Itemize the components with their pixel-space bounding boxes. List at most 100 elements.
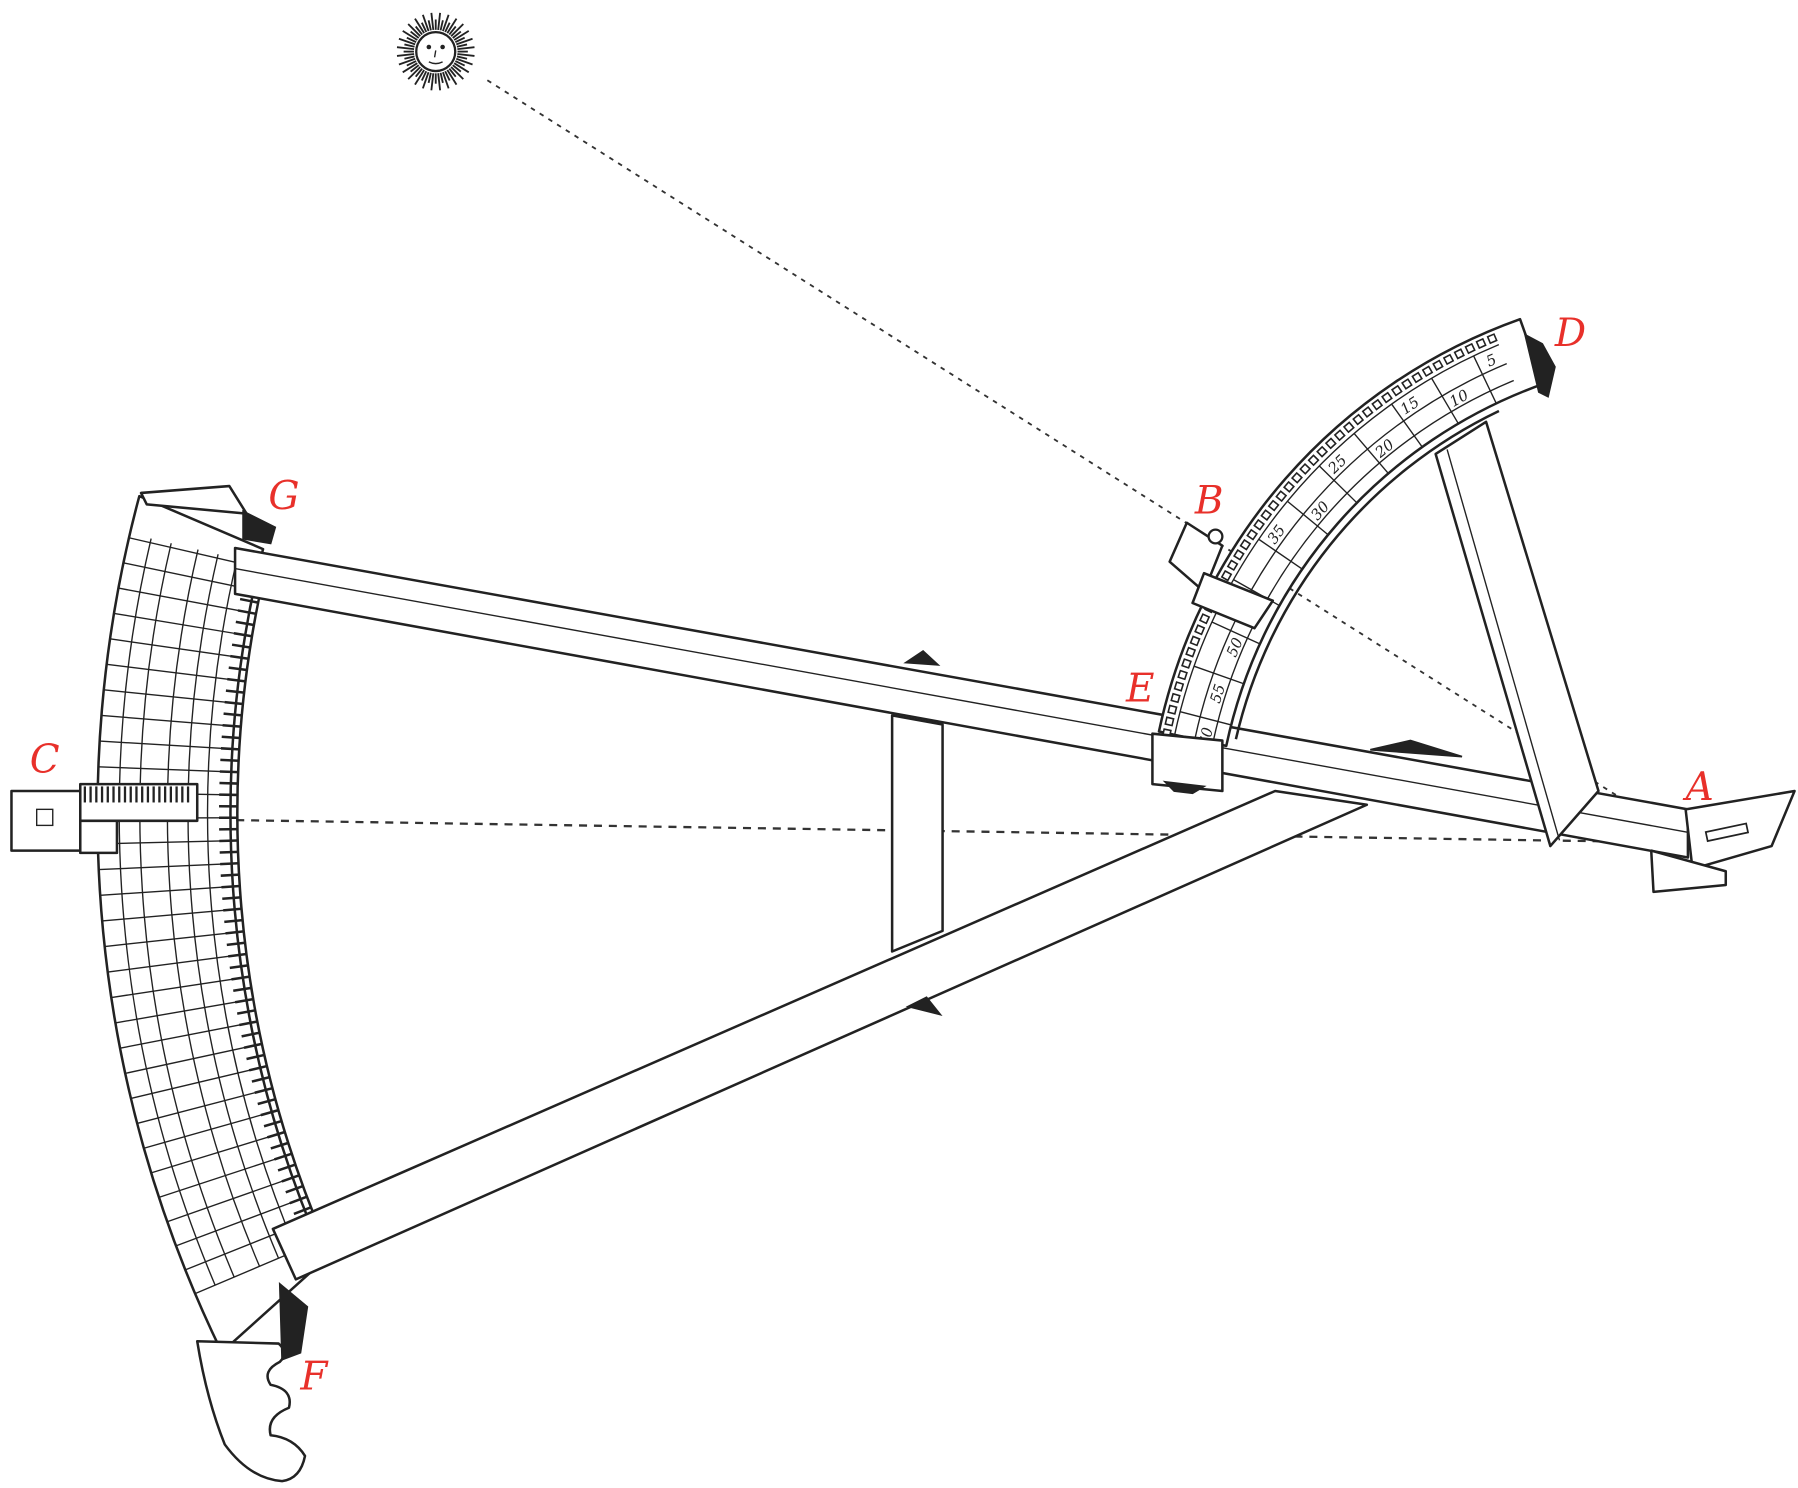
arc-grid-radial <box>128 537 250 567</box>
sun-ray <box>454 60 466 67</box>
sun-ray <box>442 71 450 89</box>
arc-grid-radial <box>113 612 237 635</box>
vertical-strut <box>890 650 1463 1016</box>
arc-hatch <box>220 747 240 751</box>
sun-ray <box>446 69 458 86</box>
sun-ray <box>398 37 416 46</box>
arc-grid-ring <box>206 558 298 1251</box>
arc-grid-radial <box>103 689 228 704</box>
sun-ray <box>410 30 420 39</box>
arc-hatch <box>234 997 254 1004</box>
sun-ray <box>430 12 435 31</box>
arc-grid-radial <box>101 714 225 727</box>
arc-hatch <box>225 930 244 935</box>
arc-hatch <box>224 918 243 924</box>
sun-face-icon <box>396 12 475 91</box>
upper-arc-bead <box>1177 669 1188 681</box>
arc-grid-radial <box>158 1158 277 1199</box>
sun-ray <box>407 66 421 80</box>
arc-hatch <box>226 941 246 947</box>
arc-grid-ring <box>187 554 280 1259</box>
arc-hatch <box>239 597 259 604</box>
arc-grid-radial <box>125 1046 247 1075</box>
upper-arc-bead <box>1324 437 1337 450</box>
sun-ray <box>452 30 462 39</box>
sun-ray <box>456 57 473 66</box>
arc-hatch <box>257 1097 276 1106</box>
sight-vane-c <box>10 782 199 855</box>
upper-arc-division <box>1179 711 1232 726</box>
upper-arc-scale-number: 50 <box>1223 635 1247 659</box>
sun-ray <box>420 22 428 33</box>
sun-ray <box>427 20 432 31</box>
sun-ray <box>446 18 458 34</box>
upper-arc-bead <box>1164 716 1175 727</box>
arc-hatch <box>233 986 252 993</box>
arc-grid-radial <box>166 1179 285 1223</box>
arc-grid-radial <box>123 562 245 589</box>
sun-ray <box>439 20 444 31</box>
upper-arc-bead <box>1442 353 1455 366</box>
sun-ray <box>406 36 417 43</box>
upper-arc-bead <box>1173 681 1185 692</box>
arc-grid-radial <box>100 886 224 896</box>
arc-grid-radial <box>119 1023 242 1049</box>
shadow-vane-b <box>1168 521 1275 630</box>
upper-arc-bead <box>1371 398 1384 411</box>
arc-hatch <box>224 700 244 706</box>
upper-arc-bead <box>1411 371 1423 384</box>
arc-hatch <box>277 1163 296 1172</box>
arc-grid-radial <box>118 587 241 612</box>
arc-hatch <box>233 632 253 638</box>
arc-grid-radial <box>111 978 234 999</box>
sun-ray <box>439 72 444 84</box>
sun-ray <box>444 70 451 81</box>
sun-ray <box>402 30 418 41</box>
sun-ray <box>457 46 475 51</box>
arc-grid-radial <box>99 740 224 750</box>
upper-arc-bead <box>1316 445 1329 458</box>
label-b: B <box>1194 479 1224 524</box>
arc-hatch <box>251 1075 270 1083</box>
arc-hatch <box>273 1152 293 1161</box>
upper-arc-division <box>1430 377 1459 424</box>
sun-ray <box>456 43 468 48</box>
upper-arc-bead <box>1170 692 1181 704</box>
upper-arc-bead <box>1333 429 1346 442</box>
sun-ray <box>430 73 435 91</box>
arc-hatch <box>263 1119 282 1128</box>
upper-arc-bead <box>1421 365 1434 378</box>
arc-hatch <box>285 1184 304 1194</box>
sun-ray <box>448 68 457 78</box>
upper-arc-bead <box>1181 658 1192 669</box>
label-c: C <box>30 738 60 783</box>
sun-ray <box>420 70 428 81</box>
upper-arc-bead <box>1475 337 1487 350</box>
upper-arc-bead <box>1401 378 1413 390</box>
arc-hatch <box>219 770 239 774</box>
arc-hatch <box>222 723 241 728</box>
sun-ray <box>406 60 417 67</box>
label-g: G <box>268 474 299 519</box>
arc-hatch <box>227 677 246 683</box>
arc-grid-ring <box>139 543 235 1278</box>
arc-hatch <box>289 1195 308 1205</box>
upper-arc-division <box>1391 403 1423 448</box>
sun-ray <box>427 72 432 84</box>
sun-ray <box>452 64 462 73</box>
upper-arc-bead <box>1189 635 1201 647</box>
sun-ray <box>421 71 430 89</box>
arc-hatch <box>219 781 238 785</box>
arc-hatch <box>266 1130 286 1139</box>
upper-arc-bead <box>1432 359 1444 371</box>
upper-arc-bead <box>1282 480 1295 493</box>
arc-hatch <box>229 964 249 970</box>
upper-arc-division <box>1193 665 1244 685</box>
arc-hatch <box>223 712 242 717</box>
sun-ray <box>456 55 468 60</box>
arc-top-cap-g <box>139 484 277 545</box>
arc-hatch <box>231 975 250 981</box>
arc-grid-radial <box>98 863 223 871</box>
sun-ray <box>410 64 420 73</box>
